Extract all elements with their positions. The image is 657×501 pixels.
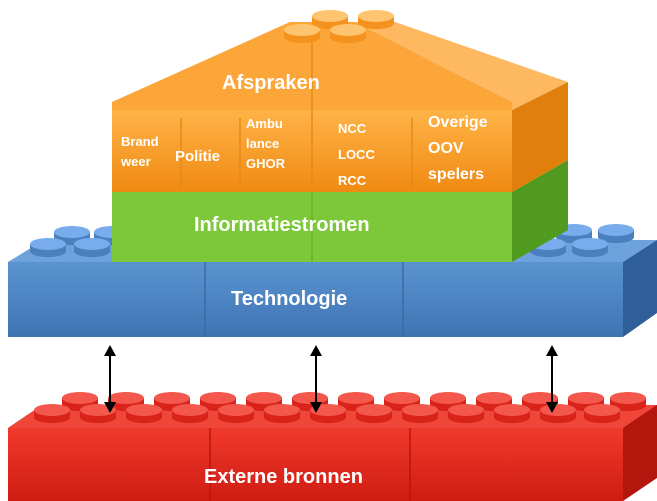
arrow-center — [310, 345, 322, 413]
lego-stud — [126, 404, 162, 423]
lego-stud — [284, 24, 320, 43]
arrows — [104, 345, 558, 413]
lego-stud — [402, 404, 438, 423]
arrow-right — [546, 345, 558, 413]
lego-stud — [356, 404, 392, 423]
informatiestromen-label: Informatiestromen — [194, 214, 370, 236]
lego-stud — [540, 404, 576, 423]
arrow-left — [104, 345, 116, 413]
lego-stud — [572, 238, 608, 257]
lego-stud — [34, 404, 70, 423]
lego-stud — [358, 10, 394, 29]
lego-stud — [494, 404, 530, 423]
brandweer-label: Brand weer — [121, 134, 159, 169]
lego-stud — [74, 238, 110, 257]
afspraken-label: Afspraken — [222, 72, 320, 94]
lego-stud — [598, 224, 634, 243]
lego-stud — [448, 404, 484, 423]
lego-stud — [172, 404, 208, 423]
informatiestromen-brick — [112, 160, 568, 262]
lego-stud — [430, 392, 466, 411]
orange-brick-studs — [284, 10, 394, 43]
overige-oov-label: Overige OOV spelers — [428, 114, 488, 183]
afspraken-brick — [112, 10, 568, 192]
externe-bronnen-brick — [8, 392, 657, 501]
ambulance-label: Ambu lance GHOR — [246, 116, 285, 171]
lego-stud — [218, 404, 254, 423]
technologie-label: Technologie — [231, 288, 348, 310]
lego-stud — [330, 24, 366, 43]
ncc-label: NCC LOCC RCC — [338, 121, 375, 188]
politie-label: Politie — [175, 148, 221, 165]
lego-stud — [584, 404, 620, 423]
externe-bronnen-label: Externe bronnen — [204, 466, 363, 488]
red-brick-studs — [34, 392, 646, 423]
lego-stud — [264, 404, 300, 423]
lego-stud — [30, 238, 66, 257]
blue-brick-studs — [30, 224, 634, 257]
lego-stud — [610, 392, 646, 411]
